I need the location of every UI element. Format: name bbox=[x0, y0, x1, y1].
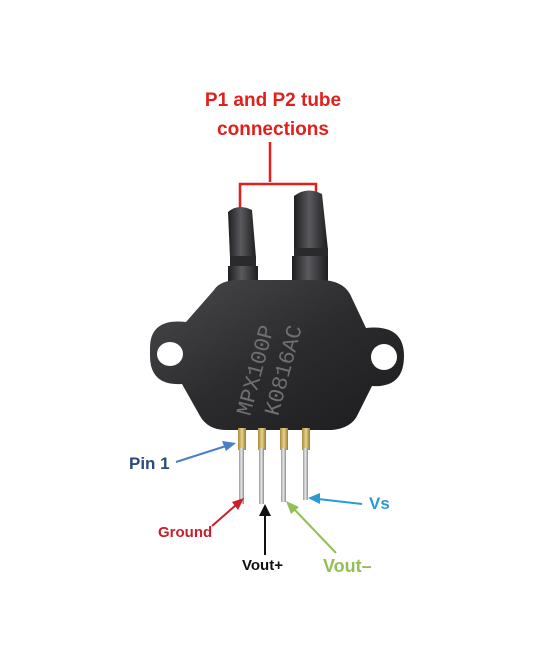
pin-vout-plus bbox=[259, 448, 264, 504]
vout-plus-arrow bbox=[259, 504, 271, 555]
p2-tube bbox=[292, 190, 328, 284]
ground-arrow bbox=[211, 498, 244, 527]
title-line1: P1 and P2 tube bbox=[204, 90, 342, 111]
sensor-body bbox=[150, 280, 404, 430]
title-line2: connections bbox=[217, 119, 329, 140]
vout-minus-arrow bbox=[286, 501, 337, 554]
ground-label: Ground bbox=[158, 524, 213, 541]
pin1-arrow bbox=[175, 441, 236, 463]
p1-tube bbox=[228, 206, 258, 288]
pin-vout-minus bbox=[303, 448, 308, 500]
pin-vs bbox=[281, 448, 286, 502]
vs-arrow bbox=[308, 493, 363, 505]
vout-plus-label: Vout+ bbox=[242, 557, 283, 574]
pins bbox=[238, 428, 310, 504]
pin1-label: Pin 1 bbox=[129, 454, 170, 473]
pin-ground bbox=[239, 448, 244, 504]
vs-label: Vs bbox=[369, 494, 390, 513]
vout-minus-label: Vout– bbox=[323, 556, 372, 576]
